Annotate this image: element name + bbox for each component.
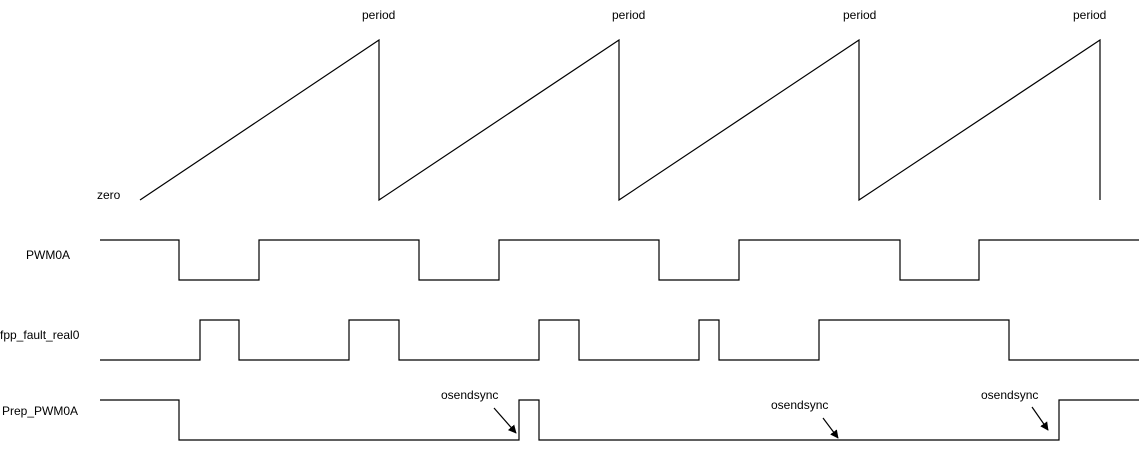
period-label-2: period — [612, 8, 645, 22]
pwm0a-label: PWM0A — [26, 248, 70, 262]
zero-label: zero — [97, 188, 121, 202]
osendsync-label-3: osendsync — [981, 388, 1038, 402]
osendsync-label-2: osendsync — [771, 398, 828, 412]
osendsync-arrow-3 — [1031, 406, 1049, 431]
pwm0a-waveform — [100, 239, 1139, 281]
fault-label: fpp_fault_real0 — [0, 328, 80, 342]
fault-waveform — [100, 319, 1139, 361]
prep-pwm0a-waveform — [100, 399, 1139, 441]
period-label-4: period — [1073, 8, 1106, 22]
osendsync-label-1: osendsync — [441, 388, 498, 402]
period-label-1: period — [362, 8, 395, 22]
prep-pwm0a-label: Prep_PWM0A — [2, 404, 78, 418]
osendsync-arrow-2 — [822, 417, 839, 439]
counter-sawtooth-waveform — [139, 38, 1101, 202]
osendsync-arrow-1 — [493, 407, 517, 434]
period-label-3: period — [843, 8, 876, 22]
